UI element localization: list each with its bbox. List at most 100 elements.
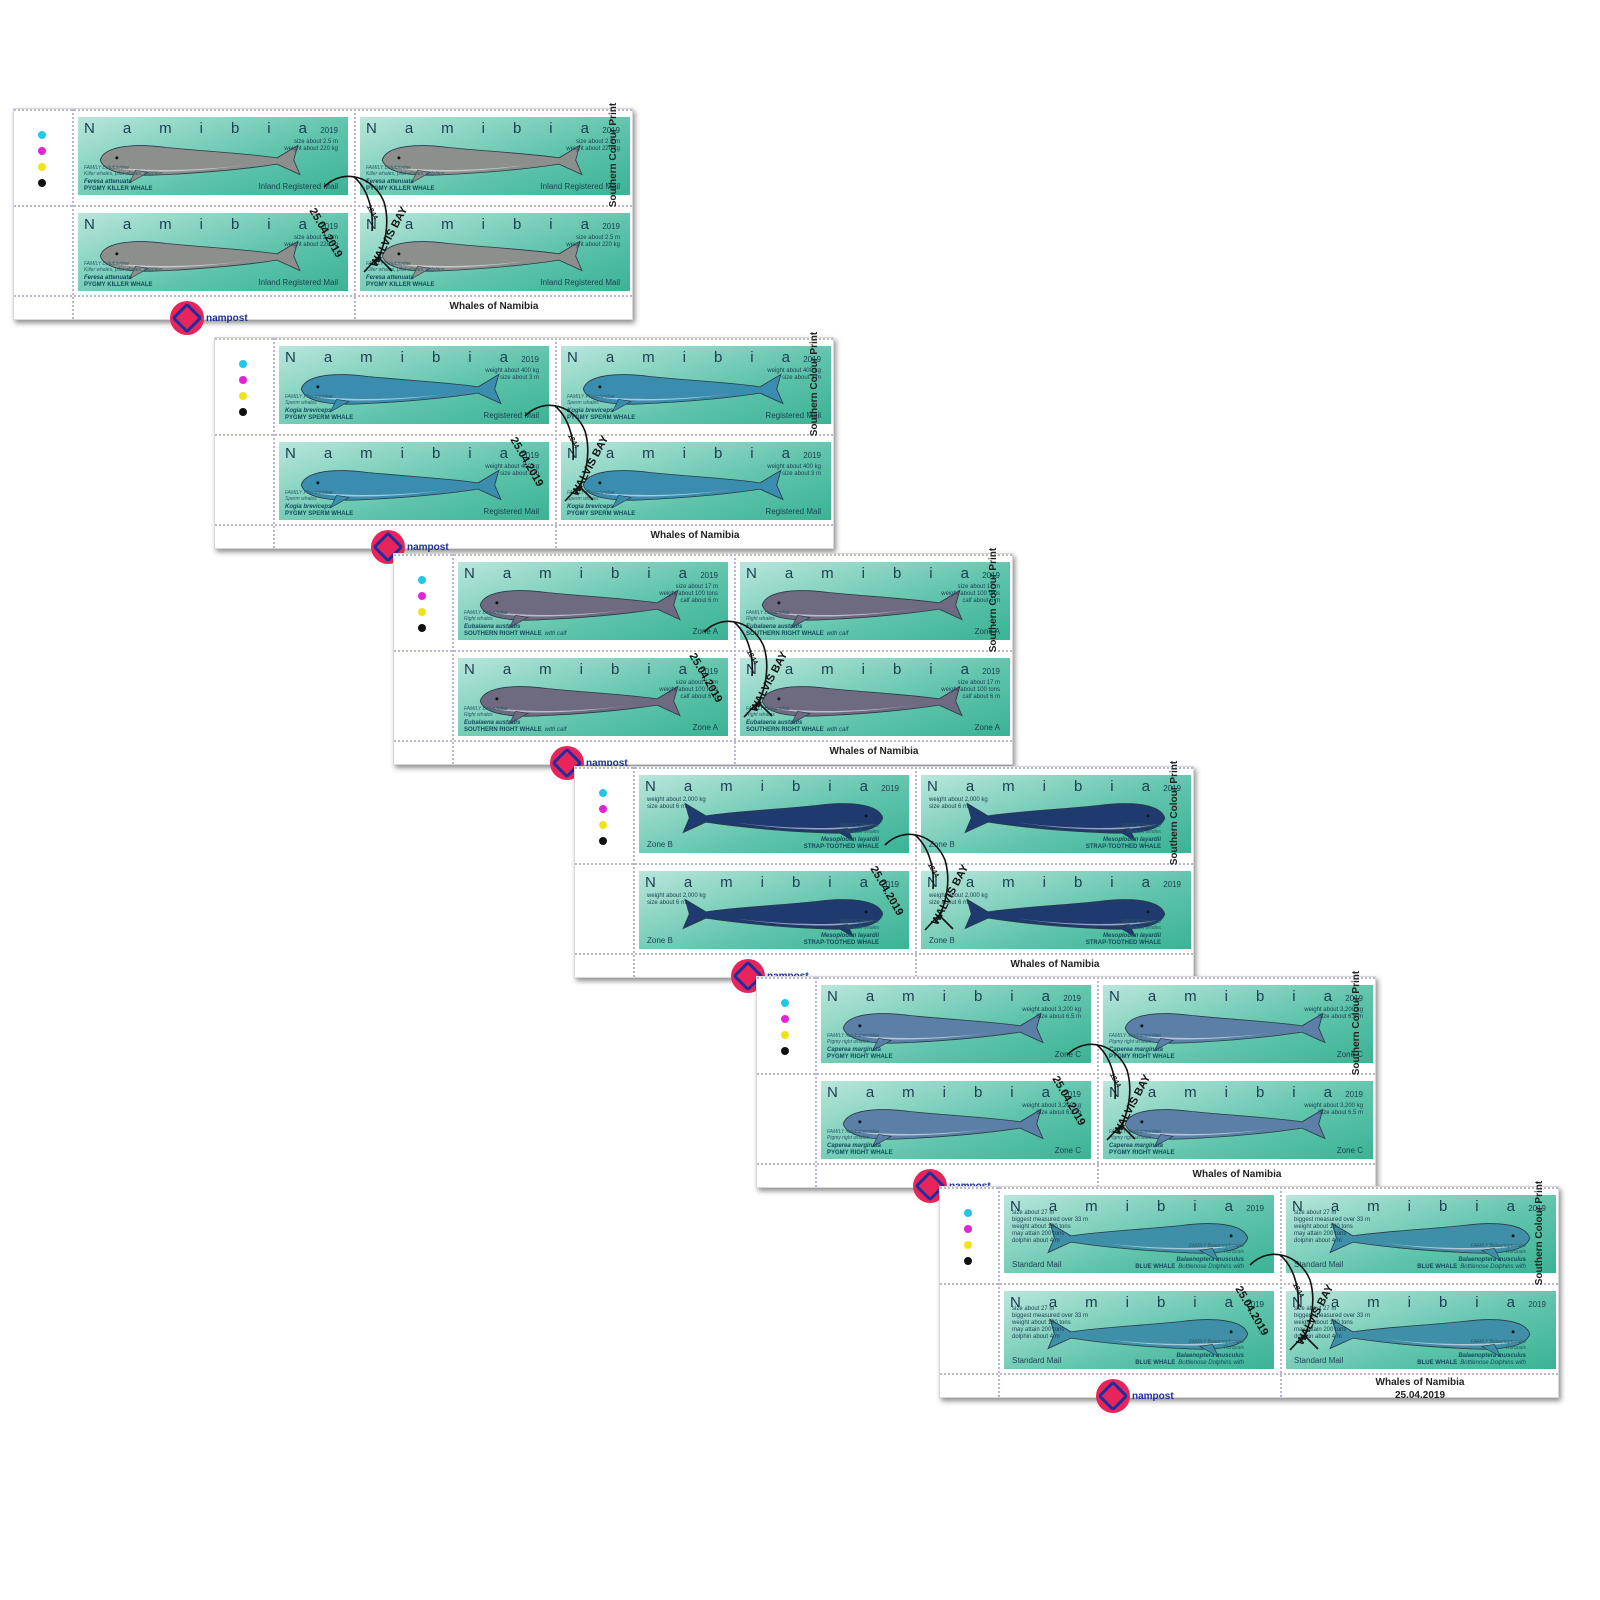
common-name: STRAP-TOOTHED WHALE [1085, 940, 1161, 946]
registration-dot [38, 147, 46, 155]
country-letter: a [404, 120, 415, 137]
species-name: Eubalaena australis [464, 720, 521, 726]
country-letter: a [298, 216, 308, 233]
country-letter: i [1292, 988, 1297, 1005]
country-letter: b [1438, 1198, 1449, 1215]
country-letter: i [579, 661, 584, 678]
denomination: Zone A [974, 723, 1000, 732]
country-letter: b [230, 216, 241, 233]
common-name: PYGMY KILLER WHALE [366, 186, 435, 192]
country-letter: N [927, 778, 939, 795]
common-name: STRAP-TOOTHED WHALE [1085, 844, 1161, 850]
country-letter: a [1323, 1084, 1333, 1101]
species-name: Caperea marginata [827, 1047, 882, 1053]
denomination: Zone B [647, 936, 673, 945]
stamp-year: 2019 [1163, 784, 1181, 793]
registration-dot [964, 1225, 972, 1233]
issue-date: 25.04.2019 [1394, 1390, 1446, 1401]
country-letter: i [1407, 1294, 1412, 1311]
registration-dot [781, 1031, 789, 1039]
denomination: Standard Mail [1012, 1356, 1062, 1365]
country-letter: i [1110, 778, 1115, 795]
stamp-family: FAMILY Ziphiidae Beaked whales [840, 919, 879, 931]
perforation-horizontal [575, 863, 1193, 865]
country-letter: a [580, 120, 590, 137]
country-letter: a [859, 874, 869, 891]
perforation-horizontal [940, 1187, 1558, 1189]
country-letter: i [861, 661, 866, 678]
stamp-year: 2019 [700, 571, 718, 580]
country-letter: i [1475, 1198, 1480, 1215]
country-letter: N [285, 349, 297, 366]
country-letter: b [610, 565, 621, 582]
country-letter: a [683, 874, 694, 891]
denomination: Zone A [692, 627, 718, 636]
country-letter: m [642, 349, 656, 366]
country-letter: a [1506, 1198, 1516, 1215]
registration-dot [418, 624, 426, 632]
country-letter: b [512, 120, 523, 137]
stamp-stats: weight about 3,200 kg Size about 6.5 m [1022, 1007, 1081, 1020]
perforation-horizontal [757, 1163, 1375, 1165]
registration-dot [239, 408, 247, 416]
denomination: Registered Mail [765, 507, 821, 516]
sheet-title: Whales of Namibia [1010, 959, 1100, 970]
country-letter: b [1255, 1084, 1266, 1101]
country-letter: i [1110, 874, 1115, 891]
nampost-logo: nampost [1096, 1379, 1174, 1413]
country-letter: m [539, 661, 553, 678]
stamp-family: FAMILY Balaenidae Right whales [464, 610, 508, 622]
whale-illustration [300, 469, 502, 509]
country-letter: a [499, 445, 509, 462]
stamp-family: FAMILY Balaenidae Right whales [464, 706, 508, 718]
species-name: Mesoplodon layardii [820, 837, 879, 843]
whale-illustration [1124, 1012, 1326, 1052]
country-letter: i [1224, 1084, 1229, 1101]
stamp-stats: weight about 2,000 kg size about 6 m [929, 893, 988, 906]
stamp-stats: size about 2.5 m weight about 220 kg [566, 235, 620, 248]
country-letter: m [1002, 778, 1016, 795]
whale-illustration [99, 240, 301, 280]
country-letter: N [645, 778, 657, 795]
registration-dot [38, 179, 46, 187]
stamp-family: FAMILY Balaenopteridae Rorquals [1471, 1243, 1526, 1255]
stamp-family: FAMILY Delphinidae Killer whales, pilot … [366, 261, 445, 273]
country-letter: N [464, 661, 476, 678]
registration-dot [599, 837, 607, 845]
species-name: Kogia breviceps [285, 504, 332, 510]
species-name: Balaenoptera musculus [1458, 1257, 1526, 1263]
printer-imprint: Southern Colour Print [608, 102, 619, 208]
